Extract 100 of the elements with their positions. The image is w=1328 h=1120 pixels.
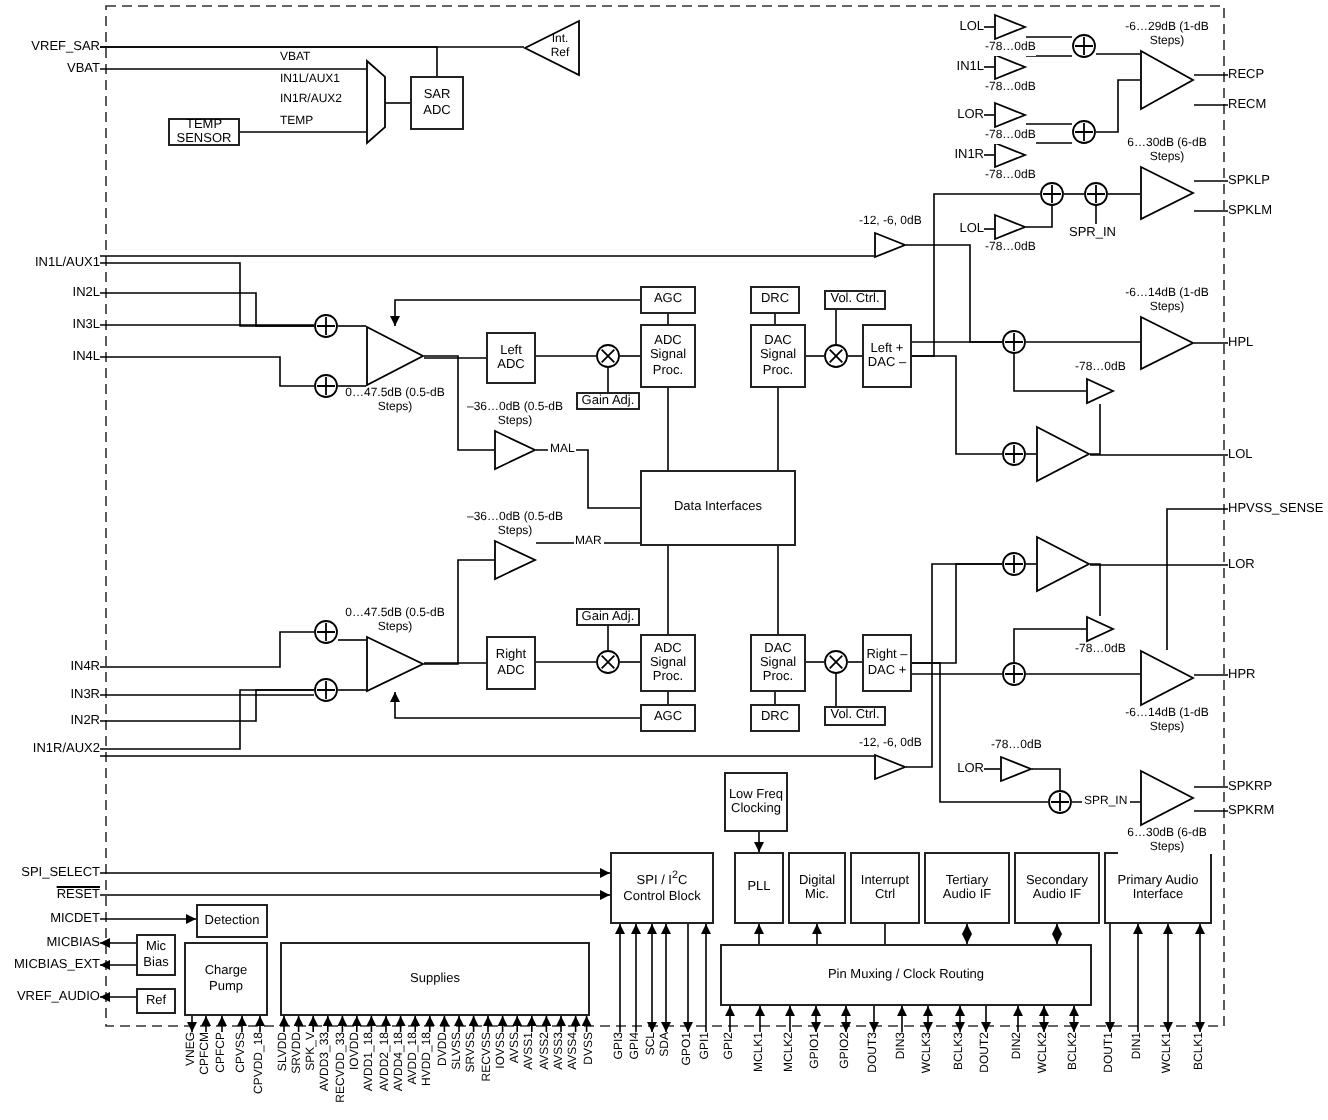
arrow: [337, 1015, 348, 1033]
arrow: [424, 1015, 435, 1033]
signal-line: [983, 154, 995, 156]
arrow: [615, 923, 625, 1033]
signal-line: [1063, 193, 1085, 195]
arrow: [201, 1015, 211, 1033]
amplifier-symbol: [1140, 316, 1194, 370]
arrow: [661, 923, 671, 1033]
signal-line: [911, 673, 1003, 675]
signal-line: [1107, 193, 1141, 195]
signal-line: [774, 691, 776, 705]
signal-line: [983, 66, 995, 68]
signal-line: [774, 313, 776, 325]
arrow: [468, 1015, 479, 1033]
signal-line: [777, 387, 779, 471]
summing-junction: [1040, 182, 1064, 206]
amplifier-symbol: [494, 540, 536, 580]
arrow: [99, 914, 197, 924]
signal-line: [905, 563, 1003, 768]
signal-line: [805, 661, 825, 663]
arrow: [754, 831, 764, 853]
signal-line: [1095, 79, 1141, 133]
summing-junction: [1002, 442, 1026, 466]
signal-line: [1089, 403, 1101, 455]
amplifier-symbol: [1140, 650, 1194, 706]
arrow: [395, 1015, 406, 1033]
arrow: [1052, 923, 1062, 945]
arrow: [293, 1015, 304, 1033]
signal-line: [535, 449, 641, 509]
signal-line: [1025, 673, 1141, 675]
signal-line: [99, 292, 315, 327]
signal-line: [667, 691, 669, 705]
arrow: [811, 1005, 821, 1033]
arrow: [1195, 923, 1205, 1033]
signal-line: [99, 324, 315, 326]
signal-line: [1095, 205, 1097, 225]
multiplier-symbol: [596, 650, 620, 674]
signal-line: [983, 26, 995, 28]
signal-line: [423, 357, 487, 359]
amplifier-symbol: [1140, 50, 1194, 110]
signal-line: [1166, 508, 1229, 651]
arrow: [99, 890, 611, 900]
summing-junction: [1072, 120, 1096, 144]
signal-line: [99, 631, 315, 668]
arrow: [526, 1015, 537, 1033]
arrow: [410, 1015, 421, 1033]
signal-line: [847, 355, 863, 357]
signal-line: [1089, 454, 1229, 456]
signal-line: [619, 355, 641, 357]
arrow: [279, 1015, 289, 1033]
signal-line: [1025, 55, 1073, 57]
multiplier-symbol: [596, 344, 620, 368]
amplifier-symbol: [1036, 536, 1090, 592]
arrow: [255, 1015, 265, 1033]
signal-line: [99, 694, 315, 696]
signal-line: [983, 768, 1001, 770]
amplifier-symbol: [1036, 426, 1090, 482]
signal-line: [1031, 768, 1061, 791]
signal-line: [911, 341, 1003, 343]
signal-line: [835, 309, 837, 345]
signal-line: [1095, 53, 1141, 55]
amplifier-symbol: [494, 430, 536, 470]
amplifier-symbol: [1000, 756, 1032, 782]
summing-junction: [1002, 662, 1026, 686]
arrow: [308, 1015, 319, 1033]
signal-line: [835, 673, 837, 707]
signal-line: [1193, 342, 1229, 344]
signal-line: [1193, 674, 1229, 676]
signal-line: [385, 102, 411, 104]
summing-junction: [1002, 330, 1026, 354]
arrow: [785, 1005, 795, 1033]
summing-junction: [314, 314, 338, 338]
signal-line: [1193, 104, 1229, 106]
signal-line: [1025, 36, 1073, 38]
arrow: [981, 1005, 991, 1033]
arrow: [390, 691, 641, 719]
signal-line: [423, 355, 495, 451]
arrow: [556, 1015, 566, 1033]
arrow: [512, 1015, 523, 1033]
summing-junction: [314, 620, 338, 644]
signal-line: [1025, 563, 1037, 565]
signal-line: [99, 46, 438, 77]
amplifier-symbol: [994, 214, 1026, 240]
signal-line: [99, 689, 315, 750]
arrow: [1163, 923, 1173, 1033]
signal-line: [1193, 74, 1229, 76]
arrow: [755, 1005, 765, 1033]
amplifier-symbol: [874, 232, 906, 258]
signal-line: [423, 559, 495, 665]
arrow: [99, 868, 611, 878]
arrow: [322, 1015, 333, 1033]
signal-line: [911, 662, 1049, 803]
signal-line: [805, 355, 825, 357]
arrow: [454, 1015, 464, 1033]
summing-junction: [314, 374, 338, 398]
signal-line: [1193, 810, 1229, 812]
signal-line: [1089, 564, 1229, 566]
signal-line: [607, 625, 609, 651]
signal-line: [1025, 341, 1141, 343]
amplifier-symbol: [994, 102, 1026, 128]
